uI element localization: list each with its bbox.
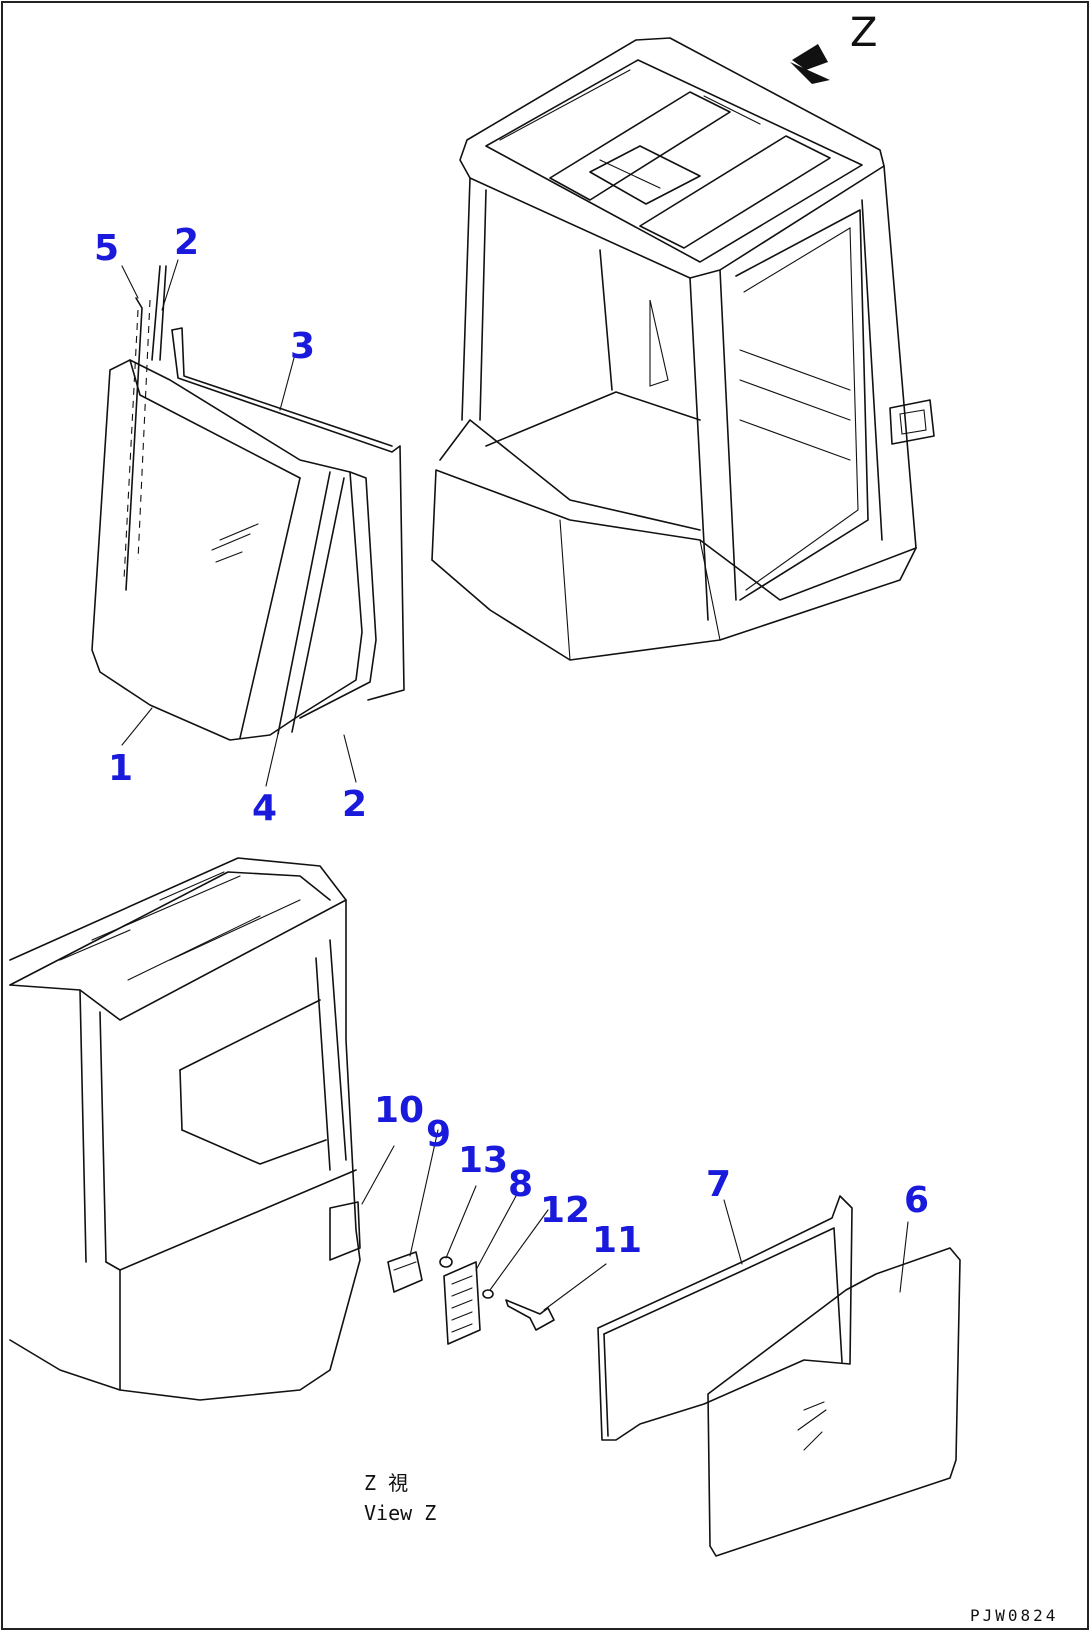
- callout-7: 7: [706, 1164, 731, 1205]
- cab-assembly: [431, 37, 935, 661]
- front-glass-assembly: [91, 265, 405, 741]
- callout-4: 4: [252, 788, 277, 829]
- callout-8: 8: [508, 1164, 533, 1205]
- view-arrow-icon: [790, 44, 830, 84]
- callout-11: 11: [592, 1220, 642, 1261]
- callout-3: 3: [290, 326, 315, 367]
- rear-glass-assembly: [597, 1195, 961, 1557]
- view-z-cab: [9, 857, 361, 1401]
- callout-12: 12: [540, 1190, 590, 1231]
- callout-5: 5: [94, 228, 119, 269]
- callout-13: 13: [458, 1140, 508, 1181]
- callout-10: 10: [374, 1090, 424, 1131]
- callout-1: 1: [108, 748, 133, 789]
- callout-2-lower: 2: [342, 784, 367, 825]
- view-marker-letter: Z: [850, 10, 877, 56]
- callout-6: 6: [904, 1180, 929, 1221]
- drawing-code: PJW0824: [970, 1606, 1058, 1625]
- callout-9: 9: [426, 1114, 451, 1155]
- small-parts: [387, 1251, 555, 1345]
- view-caption-line2: View Z: [364, 1501, 436, 1525]
- callout-2-upper: 2: [174, 222, 199, 263]
- view-caption-line1: Z 視: [364, 1471, 408, 1495]
